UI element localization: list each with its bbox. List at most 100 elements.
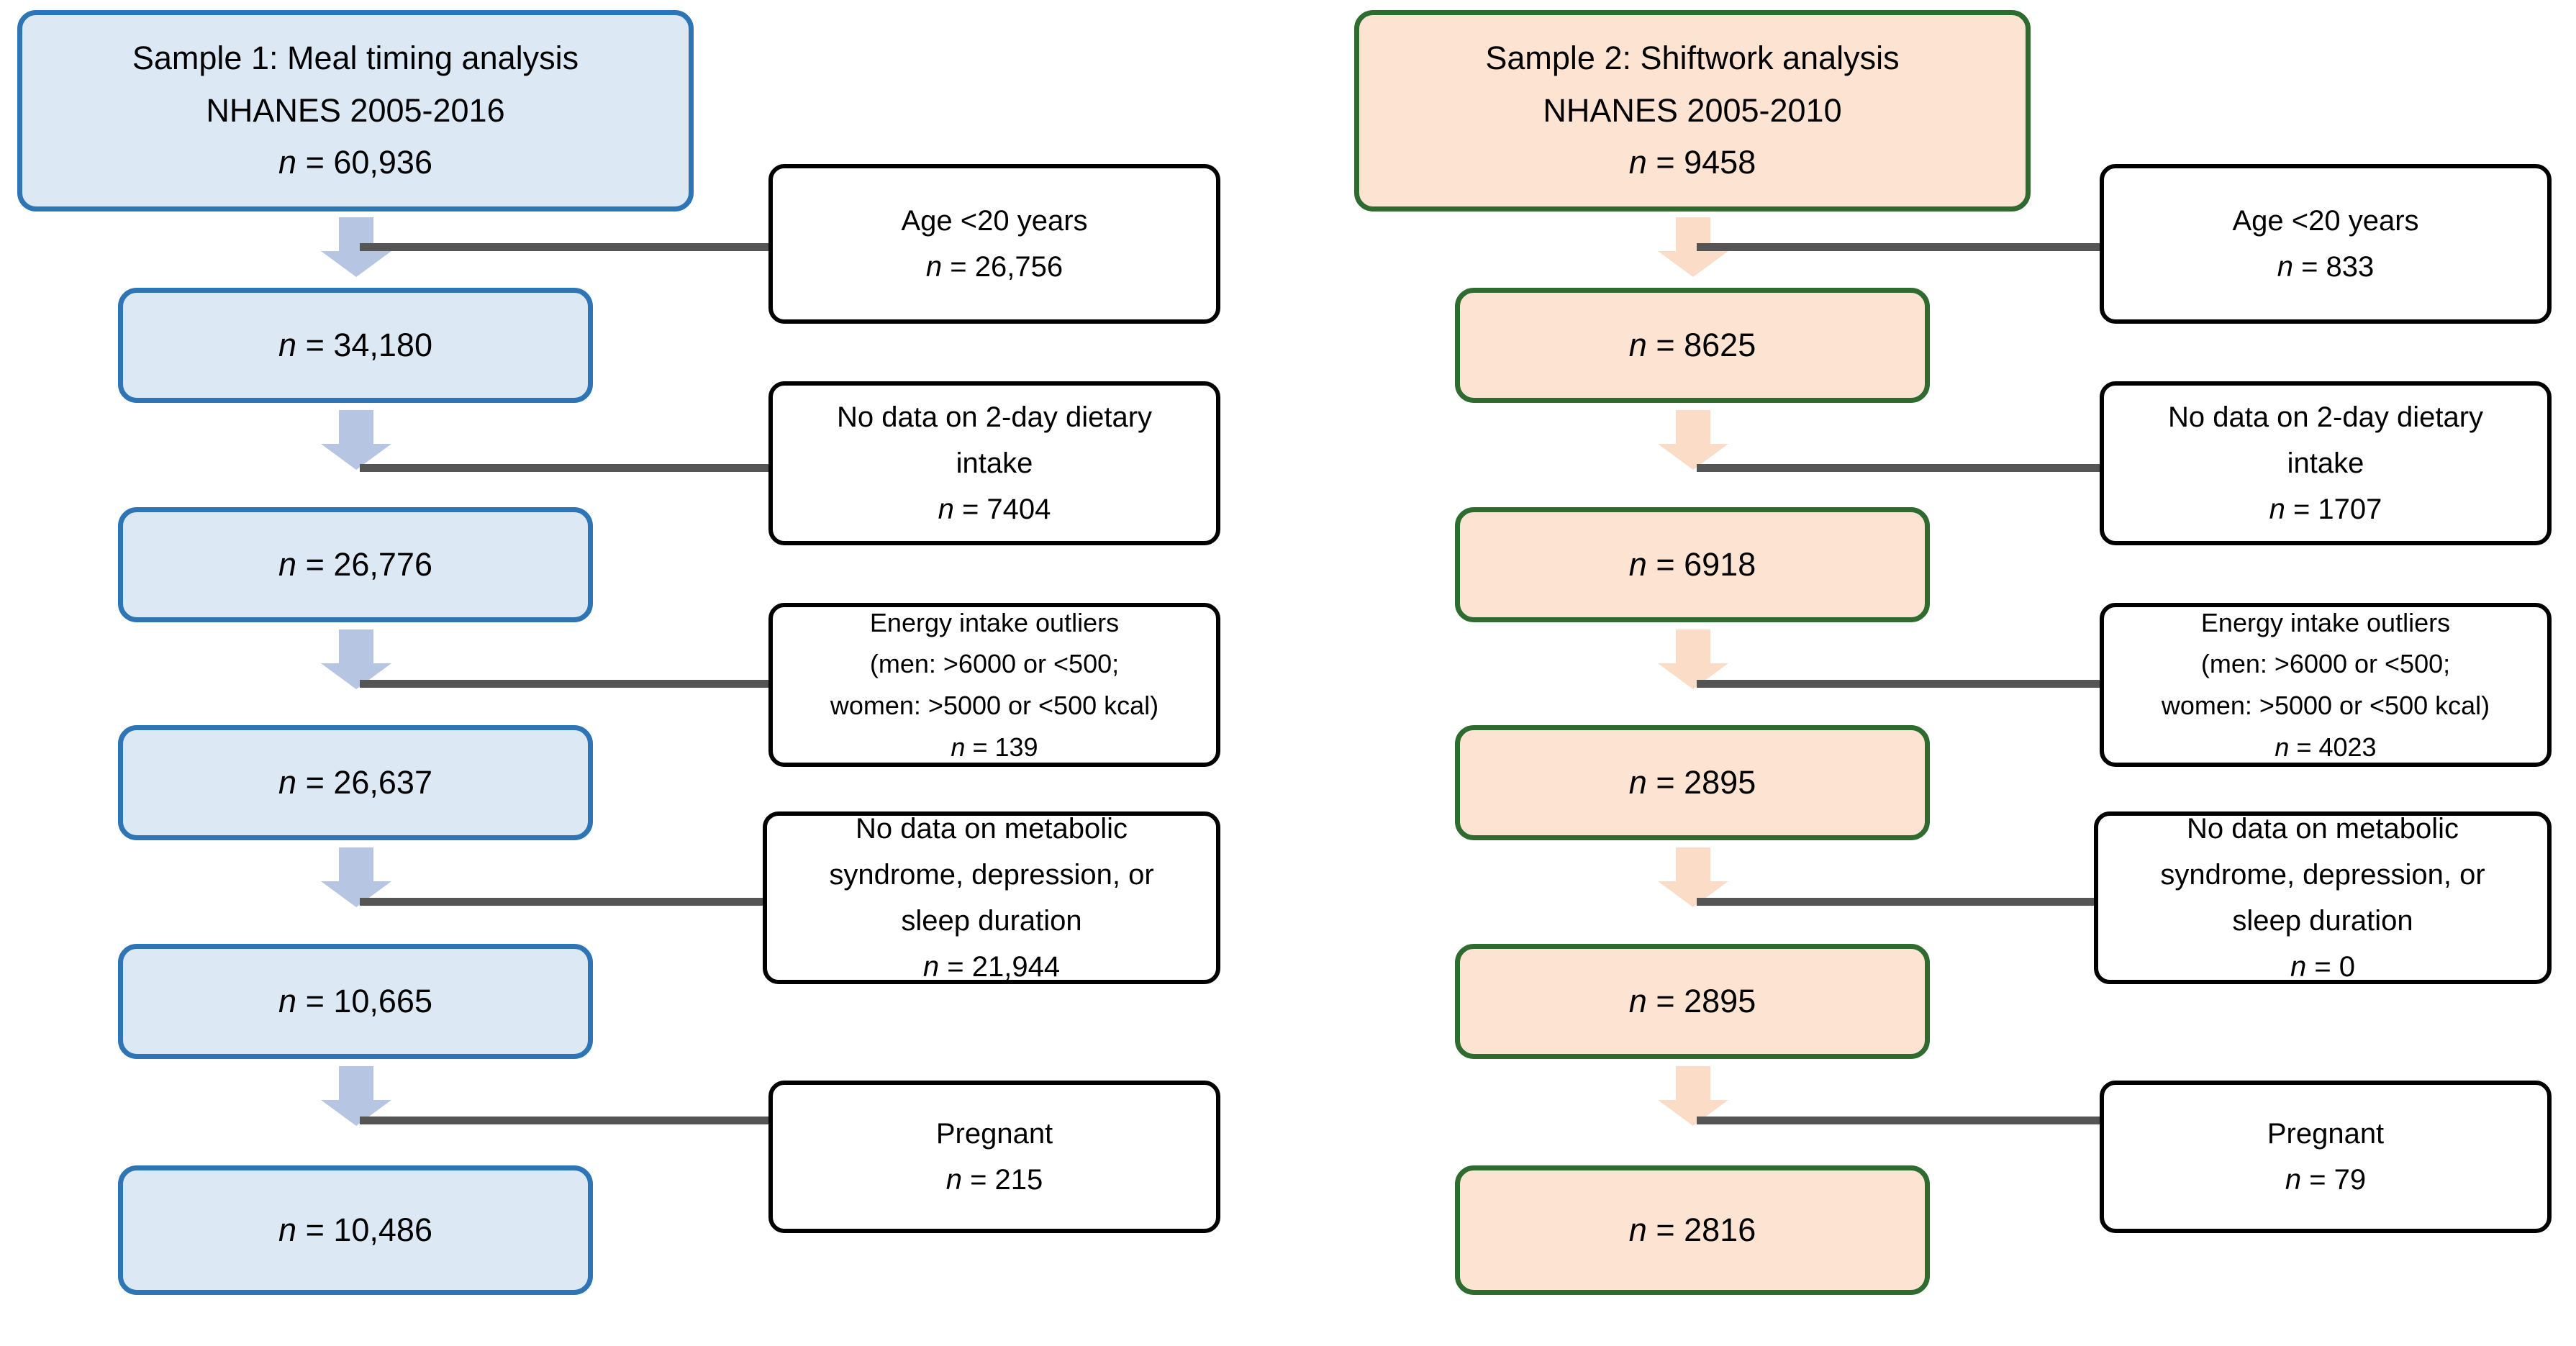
sample1-step-4-n-value: = 10,665 [305,982,432,1019]
sample1-exclusion-1-line-1: Age <20 years [901,205,1088,237]
sample1-step-2-n-value: = 26,776 [305,545,432,583]
sample2-connector-2 [1697,464,2100,472]
sample2-step-box-5: n = 2816 [1455,1165,1930,1295]
sample1-exclusion-3-line-3: women: >5000 or <500 kcal) [830,691,1159,720]
sample1-exclusion-box-2: No data on 2-day dietary intake n = 7404 [768,381,1220,545]
sample2-exclusion-2-line-2: intake [2287,447,2364,479]
sample2-exclusion-2-n-label: n [2269,494,2285,525]
sample2-connector-4 [1697,898,2100,906]
sample1-exclusion-4-n-label: n [922,951,940,983]
sample2-exclusion-4-n-value: = 0 [2314,951,2356,983]
sample1-exclusion-box-4: No data on metabolic syndrome, depressio… [763,811,1220,984]
sample2-exclusion-5-n-label: n [2285,1164,2302,1196]
sample1-step-1-n-label: n [278,326,297,363]
sample1-exclusion-5-line-1: Pregnant [935,1118,1053,1150]
sample2-step-3-n-value: = 2895 [1656,763,1756,801]
sample2-survey: NHANES 2005-2010 [1543,91,1842,129]
sample1-arrow-2 [317,410,396,470]
sample2-exclusion-4-line-2: syndrome, depression, or [2160,859,2485,891]
sample1-header-box: Sample 1: Meal timing analysis NHANES 20… [17,10,694,212]
sample2-step-2-n-label: n [1628,545,1647,583]
sample2-exclusion-3-n-value: = 4023 [2296,732,2377,762]
sample1-exclusion-4-line-2: syndrome, depression, or [829,859,1154,891]
sample2-exclusion-4-line-3: sleep duration [2232,905,2413,937]
sample2-exclusion-3-line-1: Energy intake outliers [2200,607,2451,637]
sample1-exclusion-4-line-3: sleep duration [901,905,1082,937]
sample1-exclusion-box-1: Age <20 years n = 26,756 [768,164,1220,324]
sample1-exclusion-5-n-label: n [945,1164,962,1196]
sample1-exclusion-2-n-value: = 7404 [961,494,1051,525]
sample1-n-value: = 60,936 [305,144,432,181]
sample2-arrow-5 [1654,1066,1733,1127]
sample2-exclusion-1-n-value: = 833 [2301,251,2375,283]
sample1-step-box-1: n = 34,180 [118,288,593,403]
sample1-step-2-n-label: n [278,545,297,583]
sample1-exclusion-3-n-label: n [951,732,966,762]
sample1-exclusion-4-line-1: No data on metabolic [855,813,1128,845]
sample1-exclusion-1-n-value: = 26,756 [950,251,1063,283]
sample2-exclusion-box-4: No data on metabolic syndrome, depressio… [2094,811,2552,984]
sample2-exclusion-2-n-value: = 1707 [2292,494,2382,525]
sample2-arrow-4 [1654,847,1733,908]
sample1-exclusion-box-5: Pregnant n = 215 [768,1081,1220,1233]
sample1-connector-3 [360,680,792,688]
sample2-step-4-n-label: n [1628,982,1647,1019]
sample2-exclusion-box-2: No data on 2-day dietary intake n = 1707 [2100,381,2552,545]
sample1-step-3-n-value: = 26,637 [305,763,432,801]
sample2-arrow-2 [1654,410,1733,470]
sample1-step-1-n-value: = 34,180 [305,326,432,363]
sample1-exclusion-box-3: Energy intake outliers (men: >6000 or <5… [768,603,1220,767]
sample2-step-box-2: n = 6918 [1455,507,1930,622]
sample1-exclusion-2-n-label: n [938,494,954,525]
sample1-step-4-n-label: n [278,982,297,1019]
sample1-arrow-4 [317,847,396,908]
sample2-step-4-n-value: = 2895 [1656,982,1756,1019]
sample2-connector-3 [1697,680,2100,688]
sample2-exclusion-1-n-label: n [2277,251,2293,283]
sample2-title: Sample 2: Shiftwork analysis [1485,39,1900,76]
sample1-step-3-n-label: n [278,763,297,801]
sample2-step-1-n-value: = 8625 [1656,326,1756,363]
sample2-step-box-3: n = 2895 [1455,725,1930,840]
sample1-exclusion-2-line-1: No data on 2-day dietary [836,401,1153,433]
sample1-exclusion-3-line-1: Energy intake outliers [869,607,1120,637]
sample2-exclusion-box-1: Age <20 years n = 833 [2100,164,2552,324]
sample2-exclusion-4-line-1: No data on metabolic [2186,813,2459,845]
sample1-connector-1 [360,243,792,251]
sample1-step-5-n-value: = 10,486 [305,1211,432,1248]
sample1-exclusion-5-n-value: = 215 [970,1164,1043,1196]
sample2-arrow-3 [1654,629,1733,690]
sample2-n-label: n [1628,144,1647,181]
sample1-exclusion-3-line-2: (men: >6000 or <500; [869,649,1120,679]
sample2-exclusion-4-n-label: n [2290,951,2307,983]
sample2-step-box-4: n = 2895 [1455,944,1930,1059]
sample2-exclusion-box-5: Pregnant n = 79 [2100,1081,2552,1233]
sample2-connector-5 [1697,1117,2100,1124]
sample2-step-3-n-label: n [1628,763,1647,801]
sample1-exclusion-4-n-value: = 21,944 [947,951,1061,983]
sample2-n-value: = 9458 [1656,144,1756,181]
sample1-survey: NHANES 2005-2016 [206,91,505,129]
sample1-connector-4 [360,898,792,906]
sample1-arrow-1 [317,217,396,278]
sample1-exclusion-2-line-2: intake [956,447,1033,479]
sample2-step-5-n-label: n [1628,1211,1647,1248]
sample2-exclusion-1-line-1: Age <20 years [2232,205,2419,237]
sample2-arrow-1 [1654,217,1733,278]
sample1-step-5-n-label: n [278,1211,297,1248]
sample1-exclusion-3-n-value: = 139 [972,732,1038,762]
sample2-exclusion-box-3: Energy intake outliers (men: >6000 or <5… [2100,603,2552,767]
sample1-step-box-5: n = 10,486 [118,1165,593,1295]
sample1-n: n = 60,936 [32,137,679,189]
sample1-step-box-2: n = 26,776 [118,507,593,622]
sample1-step-box-3: n = 26,637 [118,725,593,840]
sample2-step-5-n-value: = 2816 [1656,1211,1756,1248]
sample1-connector-5 [360,1117,792,1124]
sample1-step-box-4: n = 10,665 [118,944,593,1059]
sample1-title: Sample 1: Meal timing analysis [132,39,579,76]
sample2-step-1-n-label: n [1628,326,1647,363]
sample2-step-box-1: n = 8625 [1455,288,1930,403]
sample2-exclusion-5-n-value: = 79 [2309,1164,2367,1196]
sample2-step-2-n-value: = 6918 [1656,545,1756,583]
